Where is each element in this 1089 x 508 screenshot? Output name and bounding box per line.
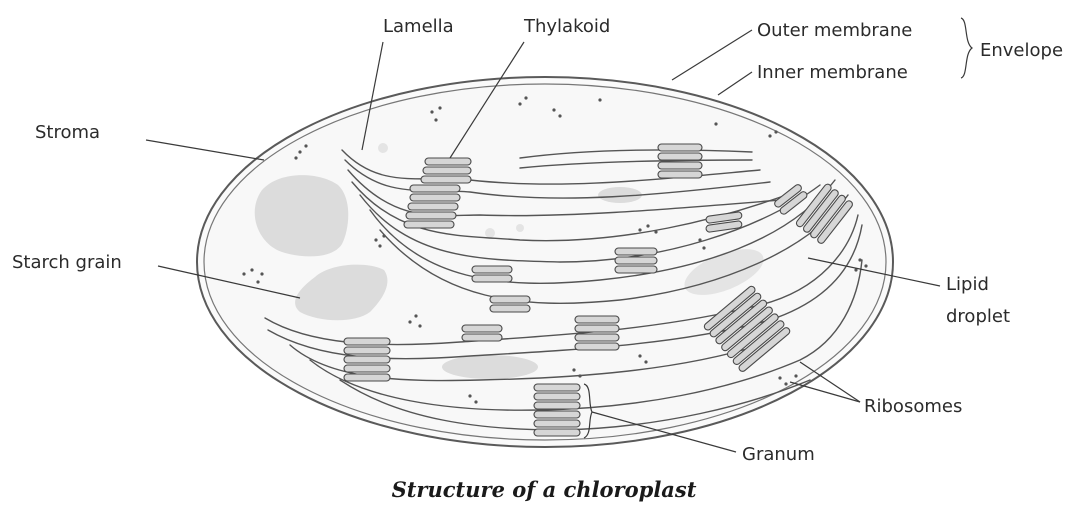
ribosome [784,382,787,385]
ribosome [638,228,641,231]
ribosome [698,238,701,241]
label-envelope: Envelope [980,40,1063,61]
starch-grain [442,355,538,379]
leader-outer-membrane [672,30,752,80]
leader-inner-membrane [718,72,752,95]
ribosome [408,320,411,323]
ribosome [558,114,561,117]
ribosome [768,134,771,137]
ribosome [774,130,777,133]
granum [344,338,390,381]
ribosome [794,374,797,377]
ribosome [414,314,417,317]
label-lamella: Lamella [383,16,454,37]
ribosome [250,268,253,271]
ribosome [864,264,867,267]
ribosome [438,106,441,109]
ribosome [294,156,297,159]
label-inner-membrane: Inner membrane [757,62,908,83]
ribosome [474,400,477,403]
lipid-droplet [485,228,495,238]
ribosome [382,234,385,237]
ribosome [572,368,575,371]
ribosome [578,374,581,377]
ribosome [468,394,471,397]
ribosome [518,102,521,105]
label-stroma: Stroma [35,122,100,143]
label-granum: Granum [742,444,815,465]
ribosome [304,144,307,147]
leader-ribosomes [790,382,860,402]
ribosome [378,244,381,247]
ribosome [260,272,263,275]
lipid-droplet [516,224,524,232]
label-ribosomes: Ribosomes [864,396,962,417]
label-droplet: droplet [946,306,1010,327]
label-thylakoid: Thylakoid [523,16,610,37]
label-starch-grain: Starch grain [12,252,122,273]
lipid-droplet [378,143,388,153]
ribosome [430,110,433,113]
ribosome [524,96,527,99]
ribosome [858,258,861,261]
ribosome [654,230,657,233]
ribosome [298,150,301,153]
label-lipid: Lipid [946,274,989,295]
ribosome [702,246,705,249]
ribosome [644,360,647,363]
envelope-bracket [961,18,972,78]
label-outer-membrane: Outer membrane [757,20,912,41]
leader-stroma [146,140,264,160]
starch-grain [255,175,349,256]
ribosome [418,324,421,327]
ribosome [374,238,377,241]
ribosome [778,376,781,379]
ribosome [256,280,259,283]
ribosome [714,122,717,125]
ribosome [242,272,245,275]
ribosome [598,98,601,101]
granum [615,248,657,273]
ribosome [638,354,641,357]
ribosome [646,224,649,227]
ribosome [434,118,437,121]
ribosome [552,108,555,111]
caption: Structure of a chloroplast [392,477,697,502]
